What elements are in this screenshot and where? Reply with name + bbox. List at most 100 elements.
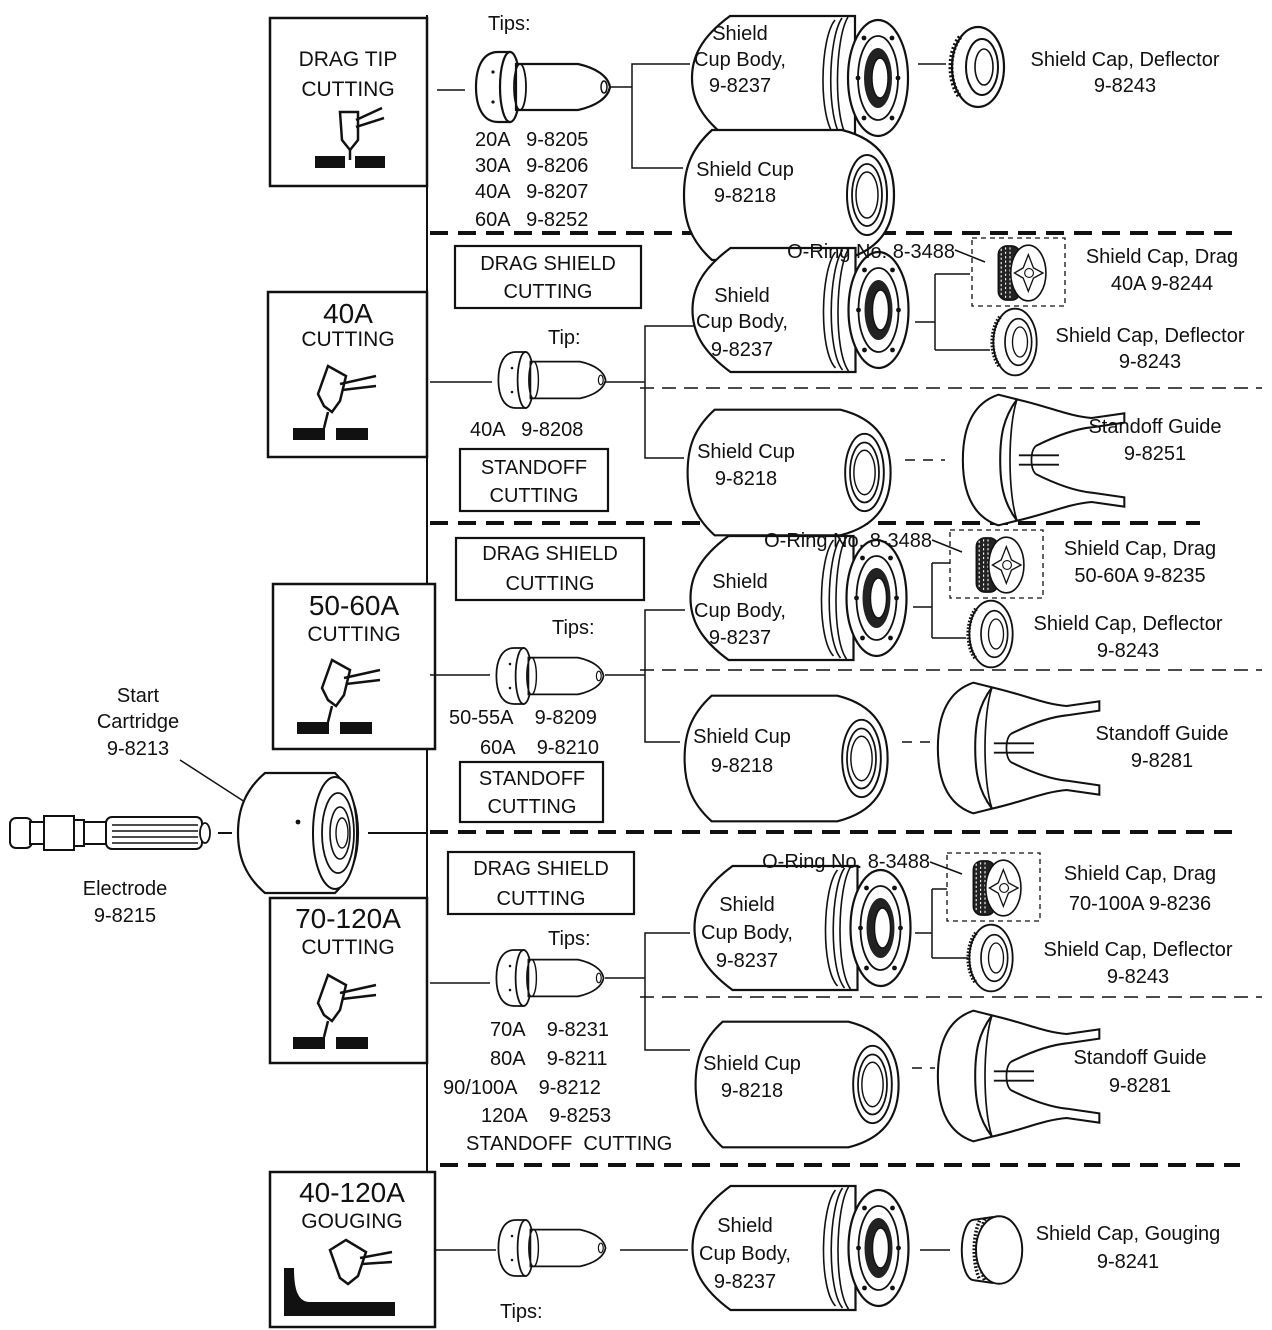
drag-cap-part-number: 50-60A 9-8235 [1074,565,1205,587]
drag-shield-cap-drawing [976,537,1024,593]
shield-cup-label: Shield Cup [696,159,794,181]
drag-cap-label: Shield Cap, Drag [1064,863,1216,885]
deflector-cap-drawing [969,601,1013,668]
deflector-cap-label: Shield Cap, Deflector [1044,939,1233,961]
tip-option-2: 30A 9-8206 [475,155,588,177]
deflector-cap-part-number: 9-8243 [1094,75,1156,97]
section-gouging: 40-120A GOUGING Tips: Shield Cup Body, 9… [270,1172,1220,1327]
start-cartridge-label-2: Cartridge [97,711,179,733]
shield-cup-label: Shield Cup [703,1053,801,1075]
shield-cup-body-label: Shield [712,23,768,45]
drag-shield-label: DRAG SHIELD [480,253,616,275]
shield-cup-body-part-number: 9-8237 [714,1271,776,1293]
deflector-cap-drawing [969,925,1013,992]
standoff-label-2: CUTTING [488,796,577,818]
shield-cup-body-label: Shield [719,894,775,916]
oring-label: O-Ring No. 8-3488 [787,241,955,263]
shield-cup-body-label: Shield [712,571,768,593]
electrode-group: Electrode 9-8215 [10,816,232,927]
tip-drawing [496,950,603,1006]
electrode-label: Electrode [83,878,168,900]
tip-option-2: 60A 9-8210 [480,737,599,759]
shield-cup-body-label-2: Cup Body, [701,922,793,944]
standoff-guide-part-number: 9-8251 [1124,443,1186,465]
shield-cup-body-part-number: 9-8237 [709,627,771,649]
deflector-cap-label: Shield Cap, Deflector [1056,325,1245,347]
shield-cup-part-number: 9-8218 [714,185,776,207]
tip-drawing [496,648,603,704]
deflector-cap-drawing [951,27,1004,107]
tips-heading: Tip: [548,327,581,349]
shield-cup-body-label-2: Cup Body, [694,49,786,71]
drag-shield-cap-drawing [998,245,1046,301]
standoff-guide-part-number: 9-8281 [1131,750,1193,772]
tips-heading: Tips: [500,1301,543,1323]
mode-box-title: 40-120A [299,1177,405,1208]
drag-shield-label: DRAG SHIELD [482,543,618,565]
mode-box-title: 50-60A [309,590,400,621]
deflector-cap-part-number: 9-8243 [1107,966,1169,988]
section-drag-tip: DRAG TIP CUTTING Tips: 20A 9-8205 30A 9-… [270,13,1220,260]
standoff-guide-label: Standoff Guide [1088,416,1221,438]
shield-cup-body-label-2: Cup Body, [699,1243,791,1265]
tip-option-4: 120A 9-8253 [481,1105,611,1127]
tips-heading: Tips: [548,928,591,950]
drag-shield-label-2: CUTTING [506,573,595,595]
section-70-120a: 70-120A CUTTING DRAG SHIELD CUTTING Tips… [270,851,1233,1155]
shield-cup-part-number: 9-8218 [721,1080,783,1102]
tip-drawing [476,52,610,122]
deflector-cap-part-number: 9-8243 [1097,640,1159,662]
shield-cup-body-label: Shield [714,285,770,307]
mode-box-title: 40A [323,298,373,329]
drag-shield-label-2: CUTTING [504,281,593,303]
shield-cup-body-label-2: Cup Body, [696,311,788,333]
mode-box-subtitle: CUTTING [301,328,394,351]
deflector-cap-drawing [993,309,1037,376]
start-cartridge-drawing [238,773,358,893]
tips-heading: Tips: [552,617,595,639]
drag-shield-label: DRAG SHIELD [473,858,609,880]
tip-drawing [498,352,605,408]
tip-option-4: 60A 9-8252 [475,209,588,231]
standoff-guide-label: Standoff Guide [1073,1047,1206,1069]
mode-box-subtitle: CUTTING [301,936,394,959]
mode-box-title: DRAG TIP [299,48,398,71]
standoff-label: STANDOFF [481,457,587,479]
gouging-cap-part-number: 9-8241 [1097,1251,1159,1273]
tip-option-3: 40A 9-8207 [475,181,588,203]
electrode-drawing [10,816,210,850]
standoff-guide-drawing [938,683,1099,814]
tip-option-2: 80A 9-8211 [490,1048,608,1070]
shield-cup-label: Shield Cup [697,441,795,463]
mode-box-drag-tip [270,18,427,186]
standoff-guide-label: Standoff Guide [1095,723,1228,745]
shield-cup-body-part-number: 9-8237 [711,339,773,361]
drag-cap-label: Shield Cap, Drag [1064,538,1216,560]
oring-label: O-Ring No. 8-3488 [762,851,930,873]
shield-cup-part-number: 9-8218 [711,755,773,777]
drag-shield-cap-drawing [973,860,1021,916]
oring-label: O-Ring No. 8-3488 [764,530,932,552]
standoff-label-2: CUTTING [490,485,579,507]
mode-box-subtitle: CUTTING [307,623,400,646]
electrode-part-number: 9-8215 [94,905,156,927]
deflector-cap-label: Shield Cap, Deflector [1034,613,1223,635]
tips-heading: Tips: [488,13,531,35]
drag-shield-label-2: CUTTING [497,888,586,910]
standoff-guide-drawing [938,1011,1099,1142]
tip-option-1: 70A 9-8231 [490,1019,609,1041]
standoff-label: STANDOFF CUTTING [466,1133,672,1155]
shield-cup-body-label: Shield [717,1215,773,1237]
standoff-label: STANDOFF [479,768,585,790]
standoff-guide-drawing [963,395,1124,526]
shield-cup-part-number: 9-8218 [715,468,777,490]
mode-box-subtitle: CUTTING [301,78,394,101]
mode-box-title: 70-120A [295,903,401,934]
tip-option-1: 50-55A 9-8209 [449,707,597,729]
tip-option-3: 90/100A 9-8212 [443,1077,601,1099]
mode-box-subtitle: GOUGING [301,1210,403,1233]
start-cartridge-part-number: 9-8213 [107,738,169,760]
start-cartridge-label: Start [117,685,160,707]
tip-option-1: 20A 9-8205 [475,129,588,151]
